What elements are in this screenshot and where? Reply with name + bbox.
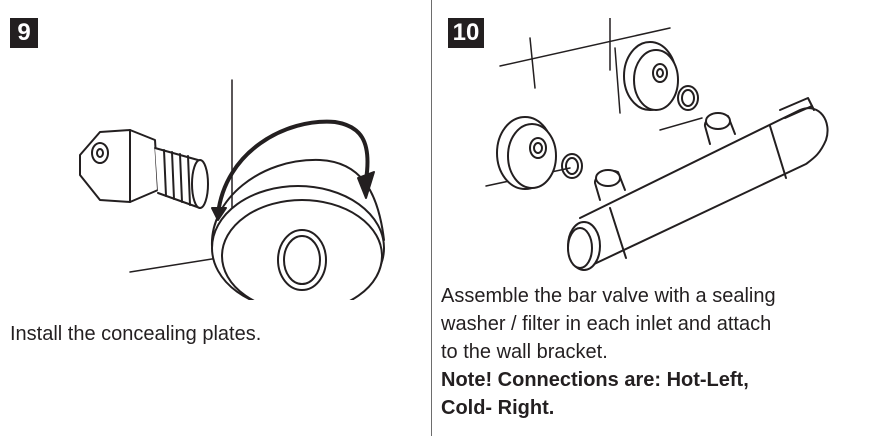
step-10-caption-line-3: to the wall bracket. <box>441 341 608 363</box>
step-10-caption: Assemble the bar valve with a sealing wa… <box>441 282 871 422</box>
panel-divider <box>431 0 432 436</box>
bar-valve-assembly-icon <box>485 18 829 271</box>
step-10-note-line-1: Note! Connections are: Hot-Left, <box>441 369 749 391</box>
step-10-caption-line-2: washer / filter in each inlet and attach <box>441 313 772 335</box>
concealing-plate-rotation-icon <box>79 79 385 300</box>
step-10-caption-line-1: Assemble the bar valve with a sealing <box>441 285 776 307</box>
step-10-badge: 10 <box>448 18 484 48</box>
step-9-badge: 9 <box>10 18 38 48</box>
step-9-caption: Install the concealing plates. <box>10 323 262 345</box>
step-10-note-line-2: Cold- Right. <box>441 397 555 419</box>
